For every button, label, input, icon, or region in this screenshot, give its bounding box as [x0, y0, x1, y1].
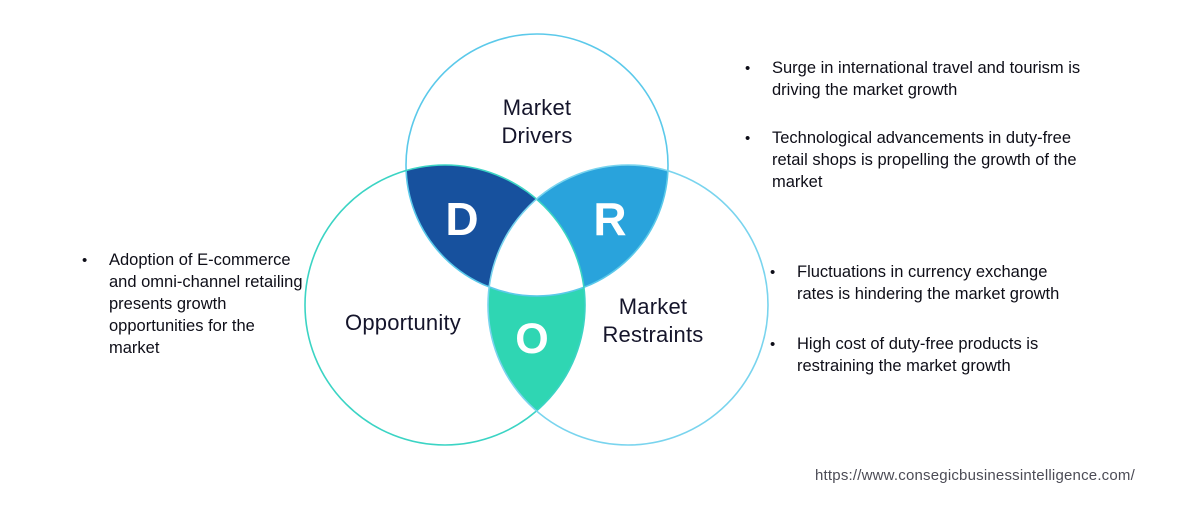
- list-item: Adoption of E-commerce and omni-channel …: [82, 250, 308, 360]
- restraints-circle: [487, 164, 769, 446]
- restraints-notes: Fluctuations in currency exchange rates …: [770, 262, 1062, 378]
- note-text: Surge in international travel and touris…: [772, 59, 1081, 99]
- list-item: Surge in international travel and touris…: [745, 58, 1087, 102]
- drivers-label: Market Drivers: [501, 95, 573, 148]
- bullet-icon: [745, 58, 772, 79]
- note-text: Fluctuations in currency exchange rates …: [797, 263, 1060, 303]
- opportunity-notes: Adoption of E-commerce and omni-channel …: [82, 250, 308, 360]
- list-item: Fluctuations in currency exchange rates …: [770, 262, 1062, 306]
- center-overlap: [488, 165, 585, 296]
- note-text: High cost of duty-free products is restr…: [797, 334, 1039, 375]
- note-text: Technological advancements in duty-free …: [772, 128, 1077, 191]
- bullet-icon: [770, 334, 797, 355]
- opportunity-letter: O: [515, 315, 549, 363]
- bullet-icon: [82, 250, 109, 271]
- opportunity-circle: [304, 164, 586, 446]
- bullet-icon: [745, 128, 772, 149]
- opportunity-label: Opportunity: [345, 310, 461, 335]
- restraints-label: Market Restraints: [602, 294, 704, 347]
- list-item: Technological advancements in duty-free …: [745, 128, 1087, 194]
- restraints-letter: R: [593, 193, 627, 245]
- drivers-circle: [405, 33, 669, 297]
- drivers-notes: Surge in international travel and touris…: [745, 58, 1087, 194]
- list-item: High cost of duty-free products is restr…: [770, 334, 1062, 378]
- note-text: Adoption of E-commerce and omni-channel …: [109, 251, 303, 357]
- bullet-icon: [770, 262, 797, 283]
- drivers-letter: D: [445, 193, 479, 245]
- source-url: https://www.consegicbusinessintelligence…: [815, 467, 1135, 484]
